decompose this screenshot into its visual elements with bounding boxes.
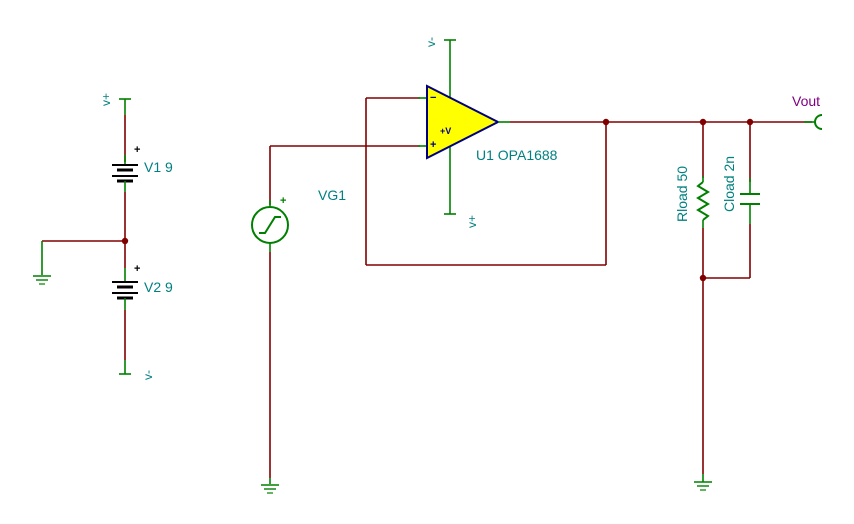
capacitor-cload[interactable] xyxy=(740,122,760,278)
opamp-inverting-sign: − xyxy=(430,92,436,104)
opamp-supply-pin-label: +V xyxy=(440,126,451,136)
resistor-label: Rload 50 xyxy=(674,166,690,222)
supply-vplus-label: v+ xyxy=(99,93,113,106)
battery-v1-label: V1 9 xyxy=(144,159,173,175)
supply-vminus-label: v- xyxy=(141,370,155,380)
battery-v2[interactable]: + xyxy=(112,263,140,310)
generator-label: VG1 xyxy=(318,187,346,203)
battery-v2-label: V2 9 xyxy=(144,279,173,295)
opamp-noninverting-sign: + xyxy=(430,139,436,151)
feedback-node xyxy=(602,118,610,126)
battery-v1[interactable]: + xyxy=(112,144,140,192)
output-label: Vout xyxy=(792,93,820,109)
ground-symbol-supply xyxy=(33,275,51,285)
opamp-label: U1 OPA1688 xyxy=(476,147,558,163)
capacitor-label: Cload 2n xyxy=(721,156,737,212)
opamp-u1[interactable]: − + +V xyxy=(365,39,607,266)
opamp-vminus-label: v- xyxy=(424,37,438,47)
signal-generator-vg1[interactable]: + xyxy=(251,145,420,484)
ground-symbol-load xyxy=(694,481,712,491)
generator-plus-sign: + xyxy=(280,195,286,207)
opamp-vplus-label: v+ xyxy=(465,215,479,228)
battery-v2-plus-sign: + xyxy=(134,263,140,275)
supply-stack: v+ + V1 9 xyxy=(33,93,173,380)
resistor-rload[interactable] xyxy=(696,122,710,278)
output-terminal[interactable] xyxy=(804,114,823,130)
ground-symbol-generator xyxy=(261,484,279,494)
battery-v1-plus-sign: + xyxy=(134,144,140,156)
